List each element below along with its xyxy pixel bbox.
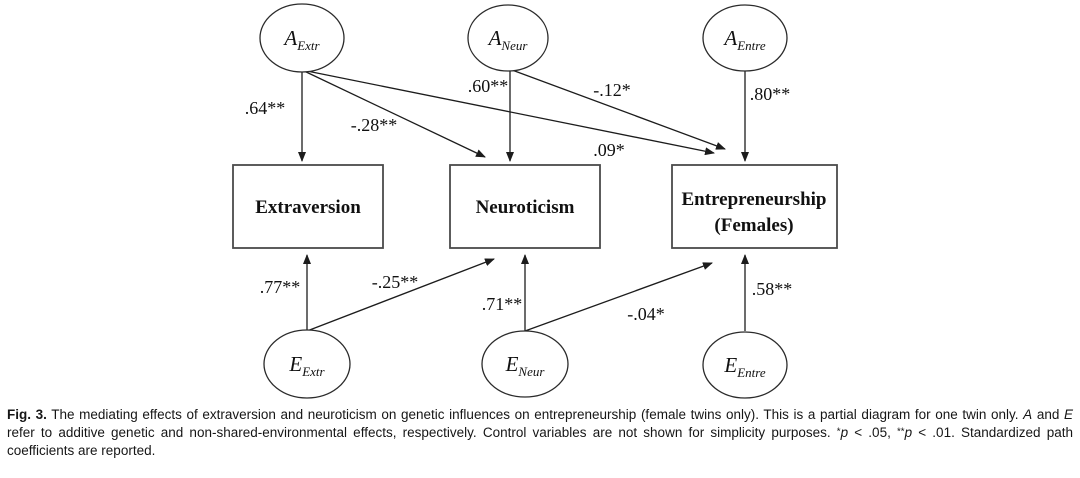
caption-segment: Fig. 3.	[7, 407, 47, 422]
label-a-extr: AExtr	[282, 26, 320, 53]
caption-segment: < .05,	[848, 424, 897, 440]
node-a-neur	[467, 4, 549, 72]
sem-path-diagram: AExtr ANeur AEntre EExtr ENeur EEntre Ex…	[232, 3, 838, 399]
edge-e-neur-to-entrepreneurship	[524, 262, 713, 332]
edge-a-extr-to-neuroticism	[301, 69, 486, 158]
node-a-entre	[702, 4, 788, 72]
coef-a-extr-neuroticism: -.28**	[351, 115, 398, 135]
node-e-extr	[263, 329, 351, 399]
coef-a-neur-neuroticism: .60**	[468, 76, 509, 96]
label-e-extr: EExtr	[288, 352, 325, 379]
node-neuroticism	[449, 164, 601, 249]
edge-e-extr-to-neuroticism	[306, 258, 495, 332]
edge-a-extr-to-entrepreneurship	[301, 69, 715, 156]
node-a-extr	[259, 3, 345, 73]
edge-a-neur-to-entrepreneurship	[511, 69, 726, 150]
caption-segment: and	[1032, 407, 1064, 422]
coef-e-neur-entrepreneurship: -.04*	[627, 304, 665, 324]
caption-segment: refer to additive genetic and non-shared…	[7, 424, 837, 440]
node-e-entre	[702, 331, 788, 399]
coef-a-extr-entrepreneurship: .09*	[593, 140, 625, 160]
coef-e-entre-entrepreneurship: .58**	[752, 279, 793, 299]
caption-segment: A	[1023, 407, 1033, 422]
coef-a-neur-entrepreneurship: -.12*	[593, 80, 631, 100]
node-e-neur	[481, 330, 569, 398]
coef-e-extr-neuroticism: -.25**	[372, 272, 419, 292]
node-entrepreneurship	[671, 164, 838, 249]
figure-caption: Fig. 3. The mediating effects of extrave…	[7, 406, 1073, 460]
label-a-neur: ANeur	[487, 26, 529, 53]
caption-segment: **	[897, 426, 905, 438]
coef-a-extr-extraversion: .64**	[245, 98, 286, 118]
coef-e-extr-extraversion: .77**	[260, 277, 301, 297]
node-extraversion	[232, 164, 384, 249]
caption-segment: < .01. Standardized path coefficients ar…	[7, 424, 1073, 458]
label-entrepreneurship-line2: (Females)	[714, 215, 793, 236]
caption-segment: p	[904, 424, 913, 440]
caption-segment: E	[1063, 407, 1073, 422]
label-a-entre: AEntre	[722, 26, 765, 53]
label-e-neur: ENeur	[505, 352, 546, 379]
coef-a-entre-entrepreneurship: .80**	[750, 84, 791, 104]
caption-segment: p	[840, 424, 849, 440]
coef-e-neur-neuroticism: .71**	[482, 294, 523, 314]
caption-segment: The mediating effects of extraversion an…	[46, 407, 1024, 422]
caption-segment: *	[836, 426, 841, 438]
label-e-entre: EEntre	[723, 353, 765, 380]
label-extraversion: Extraversion	[255, 197, 361, 218]
label-entrepreneurship-line1: Entrepreneurship	[682, 189, 827, 210]
label-neuroticism: Neuroticism	[476, 197, 575, 218]
